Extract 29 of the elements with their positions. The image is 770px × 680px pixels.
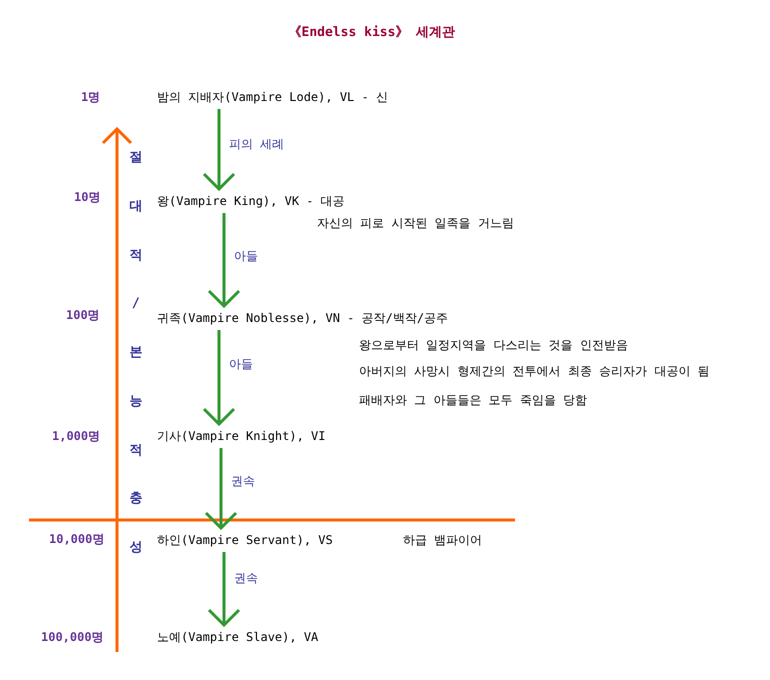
note-text: 하급 뱀파이어 (403, 532, 482, 548)
rank-label: 하인(Vampire Servant), VS (157, 528, 333, 552)
title: 《Endelss kiss》 세계관 (288, 25, 456, 41)
population-count: 10명 (74, 189, 100, 205)
arrow (208, 552, 240, 626)
rank-label: 왕(Vampire King), VK - 대공 (157, 189, 345, 213)
population-count: 1,000명 (52, 428, 100, 444)
arrow (208, 213, 240, 308)
population-count: 1명 (81, 89, 100, 105)
note-text: 패배자와 그 아들들은 모두 죽임을 당함 (359, 392, 588, 408)
edge-label: 권속 (234, 570, 258, 586)
edge-label: 권속 (231, 473, 255, 489)
rank-label: 노예(Vampire Slave), VA (157, 625, 318, 649)
arrow (204, 448, 238, 530)
edge-label: 피의 세례 (229, 136, 284, 152)
population-count: 10,000명 (49, 531, 104, 547)
edge-label: 아들 (234, 248, 258, 264)
vertical-label: 절대적/본능적충성 (128, 149, 144, 557)
rank-label: 밤의 지배자(Vampire Lode), VL - 신 (157, 85, 388, 109)
note-text: 왕으로부터 일정지역을 다스리는 것을 인전받음 (359, 337, 628, 353)
population-count: 100,000명 (41, 629, 104, 645)
edge-label: 아들 (229, 356, 253, 372)
arrow (202, 330, 236, 426)
arrow (202, 109, 236, 190)
note-text: 아버지의 사망시 형제간의 전투에서 최종 승리자가 대공이 됨 (359, 363, 710, 379)
rank-label: 귀족(Vampire Noblesse), VN - 공작/백작/공주 (157, 306, 448, 330)
population-count: 100명 (66, 307, 100, 323)
rank-label: 기사(Vampire Knight), VI (157, 424, 326, 448)
note-text: 자신의 피로 시작된 일족을 거느림 (317, 215, 514, 231)
